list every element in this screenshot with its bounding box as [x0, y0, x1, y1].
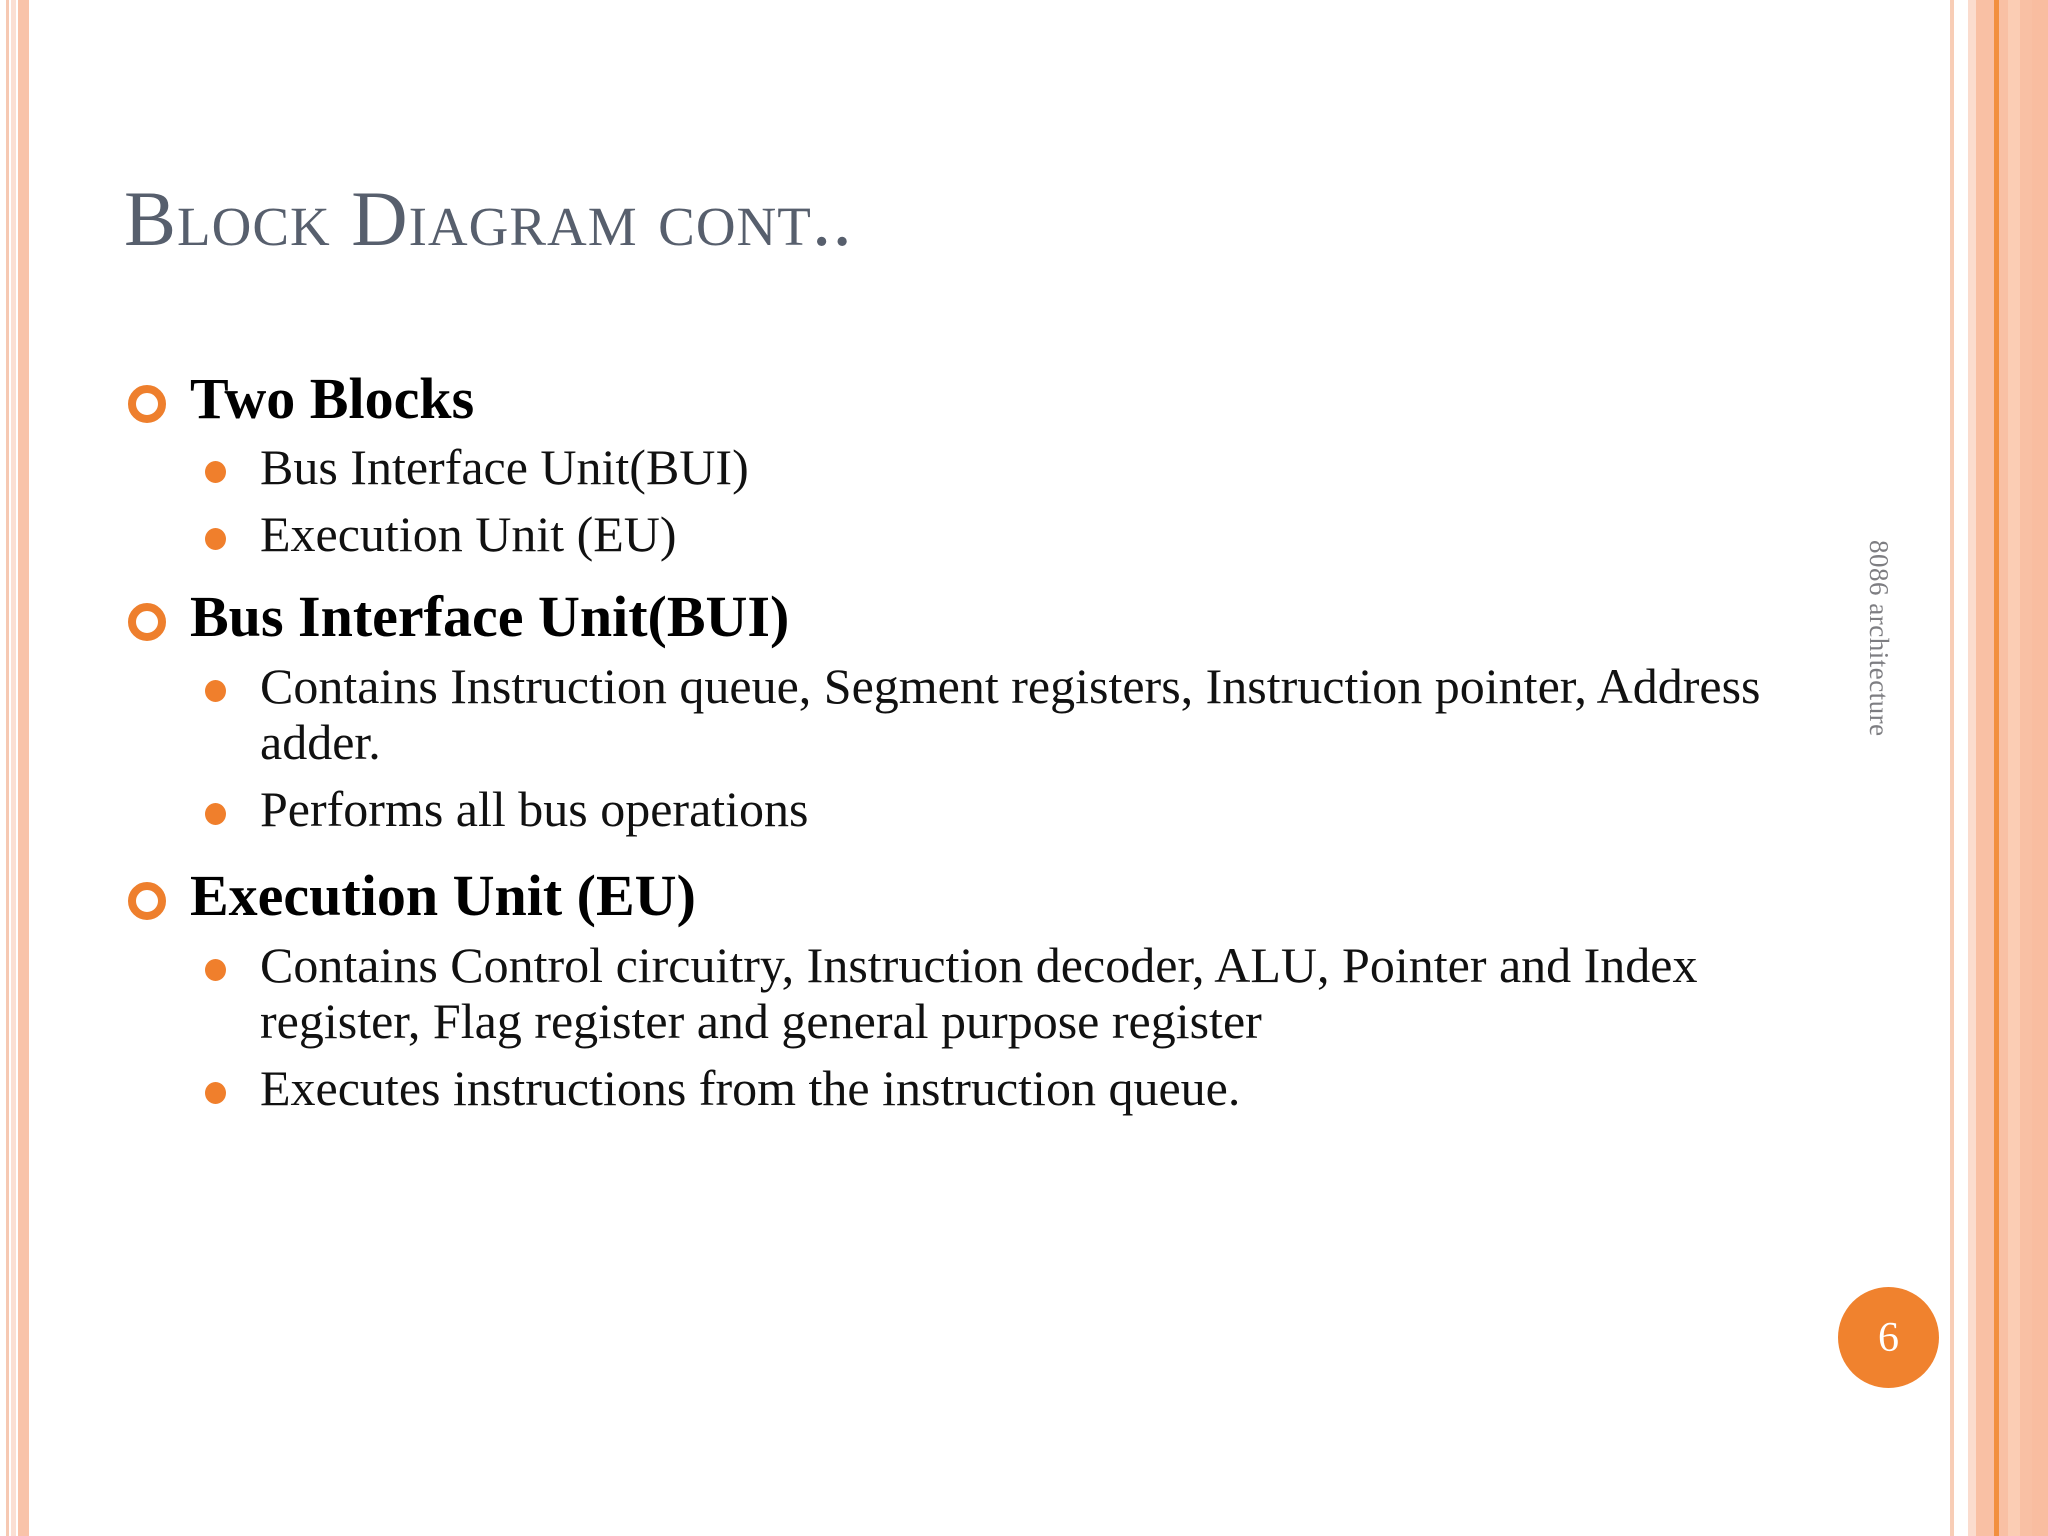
left-border-stripe-1 [6, 0, 9, 1536]
dot-bullet-icon [205, 802, 226, 825]
side-caption: 8086 architecture [1864, 540, 1894, 737]
bullet-text: Execution Unit (EU) [190, 863, 696, 929]
right-border-accent-line [1994, 0, 1999, 1536]
dot-bullet-icon [205, 679, 226, 702]
bullet-level2: Contains Instruction queue, Segment regi… [120, 658, 1800, 771]
bullet-text: Performs all bus operations [260, 780, 809, 837]
slide-body: Two Blocks Bus Interface Unit(BUI) Execu… [120, 368, 1800, 1126]
dot-bullet-icon [205, 958, 226, 981]
bullet-level1: Bus Interface Unit(BUI) [120, 584, 1800, 650]
bullet-level1: Two Blocks [120, 368, 1800, 429]
bullet-level1: Execution Unit (EU) [120, 863, 1800, 929]
dot-bullet-icon [205, 527, 226, 550]
page-number-badge: 6 [1838, 1287, 1939, 1388]
left-border-stripe-2 [11, 0, 16, 1536]
bullet-text: Executes instructions from the instructi… [260, 1059, 1241, 1116]
bullet-text: Execution Unit (EU) [260, 505, 677, 562]
bullet-text: Bus Interface Unit(BUI) [260, 439, 749, 496]
bullet-text: Bus Interface Unit(BUI) [190, 584, 790, 650]
bullet-text: Two Blocks [190, 366, 475, 431]
right-border-stripe-1 [1950, 0, 1954, 1536]
left-border-stripe-3 [18, 0, 29, 1536]
right-border-stripe-5 [2032, 0, 2048, 1536]
bullet-text: Contains Instruction queue, Segment regi… [260, 657, 1761, 771]
right-border-stripe-2 [1968, 0, 1976, 1536]
dot-bullet-icon [205, 461, 226, 484]
ring-bullet-icon [128, 603, 166, 642]
ring-bullet-icon [128, 882, 166, 921]
bullet-level2: Contains Control circuitry, Instruction … [120, 937, 1800, 1050]
right-border-stripe-4 [2008, 0, 2020, 1536]
slide-title: Block Diagram cont.. [124, 175, 853, 262]
bullet-level2: Execution Unit (EU) [120, 506, 1800, 563]
bullet-text: Contains Control circuitry, Instruction … [260, 936, 1698, 1050]
bullet-level2: Performs all bus operations [120, 781, 1800, 838]
ring-bullet-icon [128, 385, 166, 423]
bullet-level2: Bus Interface Unit(BUI) [120, 439, 1800, 496]
dot-bullet-icon [205, 1081, 226, 1104]
bullet-level2: Executes instructions from the instructi… [120, 1060, 1800, 1117]
